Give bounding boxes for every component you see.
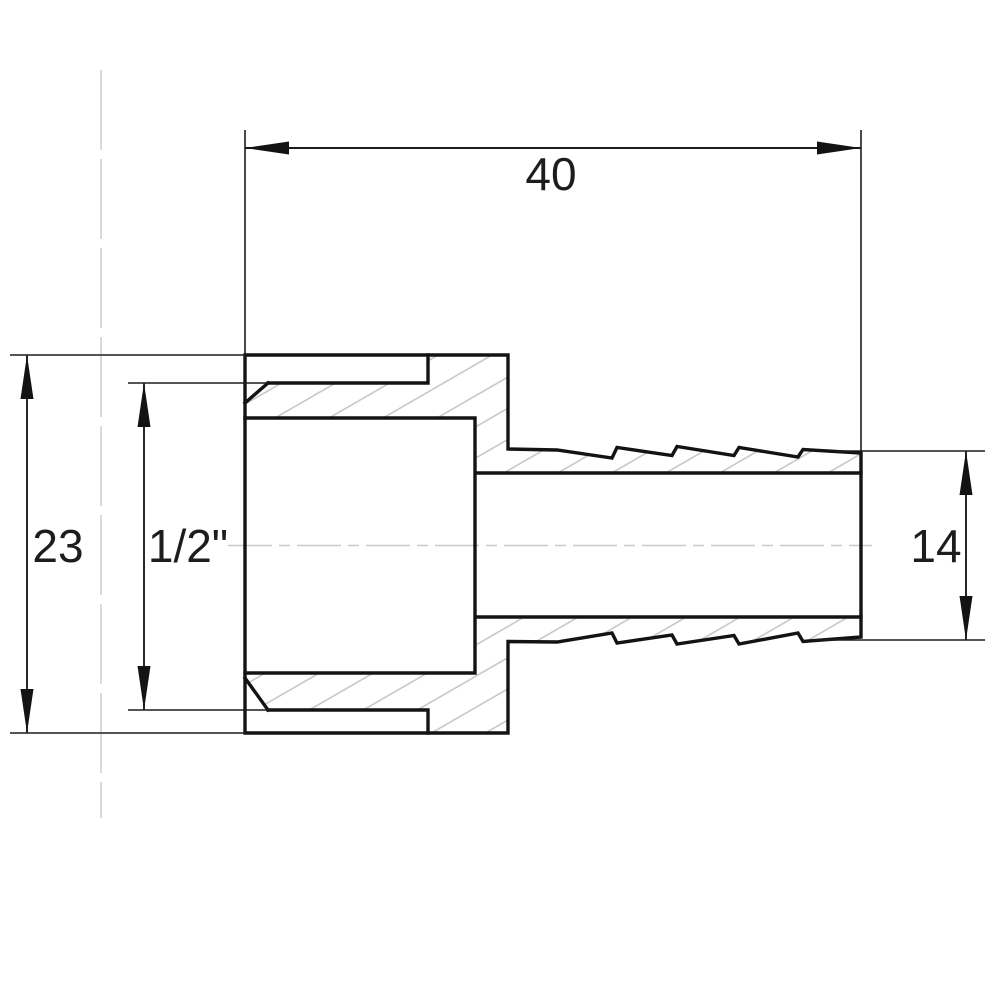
- dimension-barb-od: 14: [815, 450, 985, 641]
- dimension-thread-size: 1/2": [128, 382, 268, 711]
- arrowhead-up-icon: [959, 451, 973, 495]
- reference-lines: [100, 70, 872, 818]
- outer-silhouette: [243, 353, 863, 735]
- arrowhead-down-icon: [137, 666, 151, 710]
- arrowhead-up-icon: [137, 383, 151, 427]
- dimension-label-barb-od: 14: [910, 520, 961, 572]
- dimension-body-od: 23: [10, 354, 245, 734]
- arrowhead-left-icon: [245, 141, 289, 155]
- arrowhead-down-icon: [20, 689, 34, 733]
- dimension-label-body-od: 23: [32, 520, 83, 572]
- dimension-label-thread: 1/2": [148, 520, 228, 572]
- arrowhead-down-icon: [959, 596, 973, 640]
- section-hatching: [245, 355, 861, 733]
- section-hatch-bottom: [245, 617, 861, 733]
- dimension-label-length: 40: [525, 148, 576, 200]
- part-outline: [242, 353, 863, 735]
- internal-bore-lines: [242, 353, 863, 735]
- arrowhead-right-icon: [817, 141, 861, 155]
- dimension-overall-length: 40: [244, 130, 862, 452]
- section-hatch-top: [245, 355, 861, 473]
- arrowhead-up-icon: [20, 355, 34, 399]
